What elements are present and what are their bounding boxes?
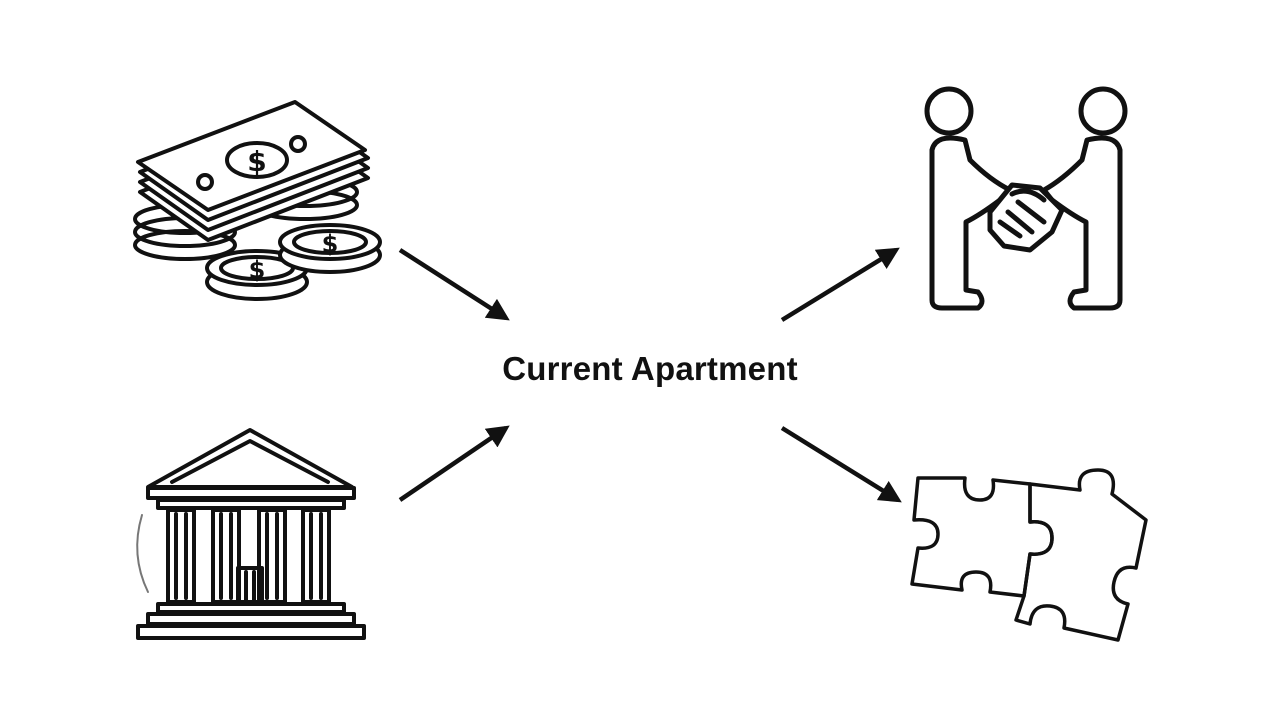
bank-building-icon bbox=[136, 428, 366, 640]
center-node-label: Current Apartment bbox=[502, 350, 798, 387]
svg-text:$: $ bbox=[247, 145, 266, 178]
arrow-center-to-puzzle bbox=[780, 426, 902, 503]
arrow-center-to-handshake bbox=[780, 247, 900, 322]
arrow-money-to-center bbox=[398, 248, 510, 321]
handshake-icon bbox=[924, 86, 1128, 311]
svg-text:$: $ bbox=[249, 256, 266, 284]
diagram-arrows bbox=[398, 247, 902, 503]
puzzle-pieces-icon bbox=[910, 468, 1148, 642]
svg-text:$: $ bbox=[322, 230, 339, 258]
arrow-bank-to-center bbox=[398, 425, 510, 502]
money-stack-icon: $ $ $ bbox=[133, 100, 382, 301]
